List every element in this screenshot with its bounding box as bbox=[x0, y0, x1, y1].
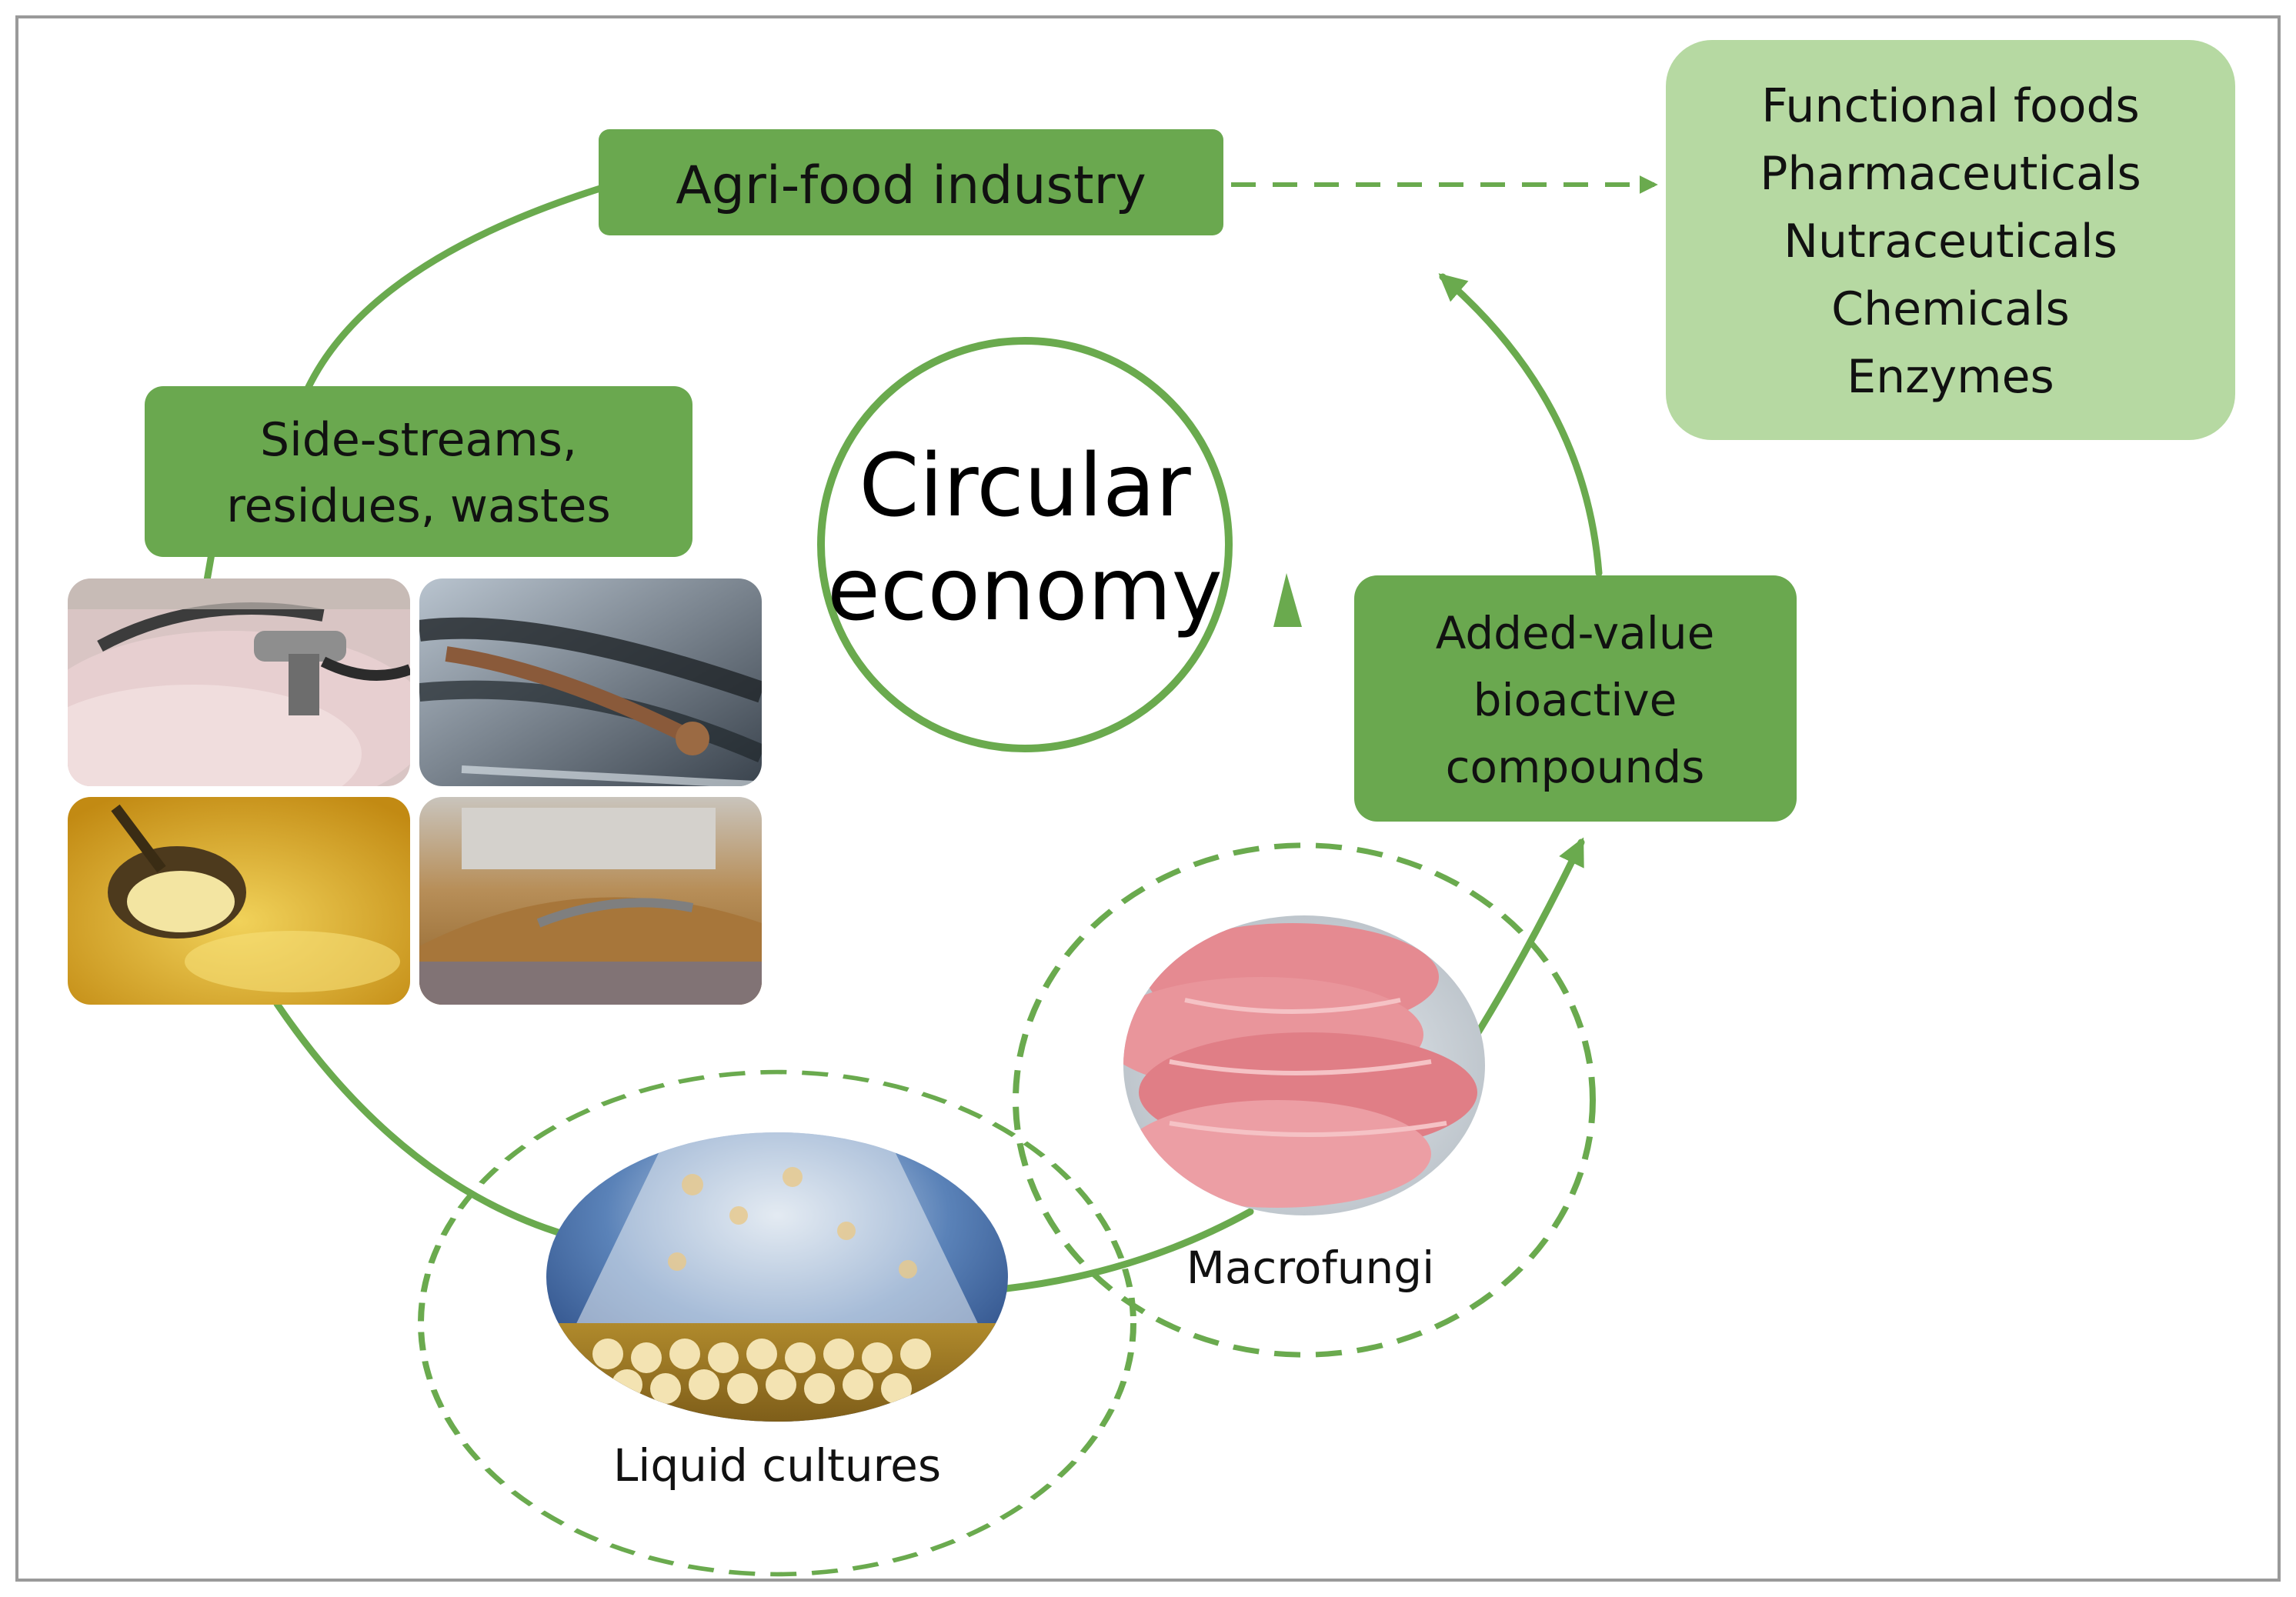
photo-pink-oyster-mushroom-icon bbox=[1123, 915, 1485, 1215]
photo-yellow-liquid-icon bbox=[68, 797, 410, 1005]
flow-line-flask-to-mushroom bbox=[1003, 1208, 1254, 1292]
flow-arrow-mushroom-to-compounds bbox=[1466, 837, 1585, 1050]
added-value-label-line-1: Added-value bbox=[1436, 607, 1715, 659]
product-chemicals: Chemicals bbox=[1831, 282, 2070, 336]
product-functional-foods: Functional foods bbox=[1761, 79, 2140, 133]
figure-frame bbox=[15, 15, 2281, 1582]
flow-arrow-compounds-to-products bbox=[1438, 273, 1603, 577]
photo-liquid-culture-flask-icon bbox=[546, 1132, 1008, 1422]
liquid-cultures-label: Liquid cultures bbox=[613, 1439, 941, 1492]
side-streams-label-line-2: residues, wastes bbox=[226, 479, 610, 533]
side-streams-label-line-1: Side-streams, bbox=[260, 413, 577, 467]
side-streams-node: Side-streams, residues, wastes bbox=[145, 386, 692, 557]
agri-food-node: Agri-food industry bbox=[599, 129, 1223, 235]
product-nutraceuticals: Nutraceuticals bbox=[1784, 215, 2117, 268]
added-value-label-line-2: bioactive bbox=[1473, 674, 1677, 726]
circular-economy-core: Circular economy bbox=[817, 337, 1302, 752]
core-title-line-1: Circular bbox=[859, 436, 1191, 536]
macrofungi-boundary bbox=[1013, 842, 1596, 1358]
macrofungi-label: Macrofungi bbox=[1186, 1242, 1434, 1294]
products-node: Functional foods Pharmaceuticals Nutrace… bbox=[1666, 40, 2235, 440]
agri-food-label: Agri-food industry bbox=[676, 155, 1146, 216]
photo-wastewater-icon bbox=[419, 578, 762, 786]
added-value-label-line-3: compounds bbox=[1446, 741, 1705, 793]
added-value-node: Added-value bioactive compounds bbox=[1354, 575, 1797, 822]
flow-line-photos-to-flask bbox=[273, 1000, 569, 1239]
product-pharmaceuticals: Pharmaceuticals bbox=[1760, 147, 2141, 201]
flow-line-agri-to-sidestreams bbox=[304, 185, 604, 392]
core-title-line-2: economy bbox=[827, 540, 1223, 640]
core-arrow-icon bbox=[1273, 573, 1302, 627]
product-enzymes: Enzymes bbox=[1847, 350, 2054, 404]
photo-pink-residue-icon bbox=[68, 578, 410, 786]
photo-spent-grain-icon bbox=[419, 797, 762, 1005]
residue-photo-grid bbox=[68, 578, 762, 1005]
liquid-cultures-boundary bbox=[418, 1069, 1136, 1577]
